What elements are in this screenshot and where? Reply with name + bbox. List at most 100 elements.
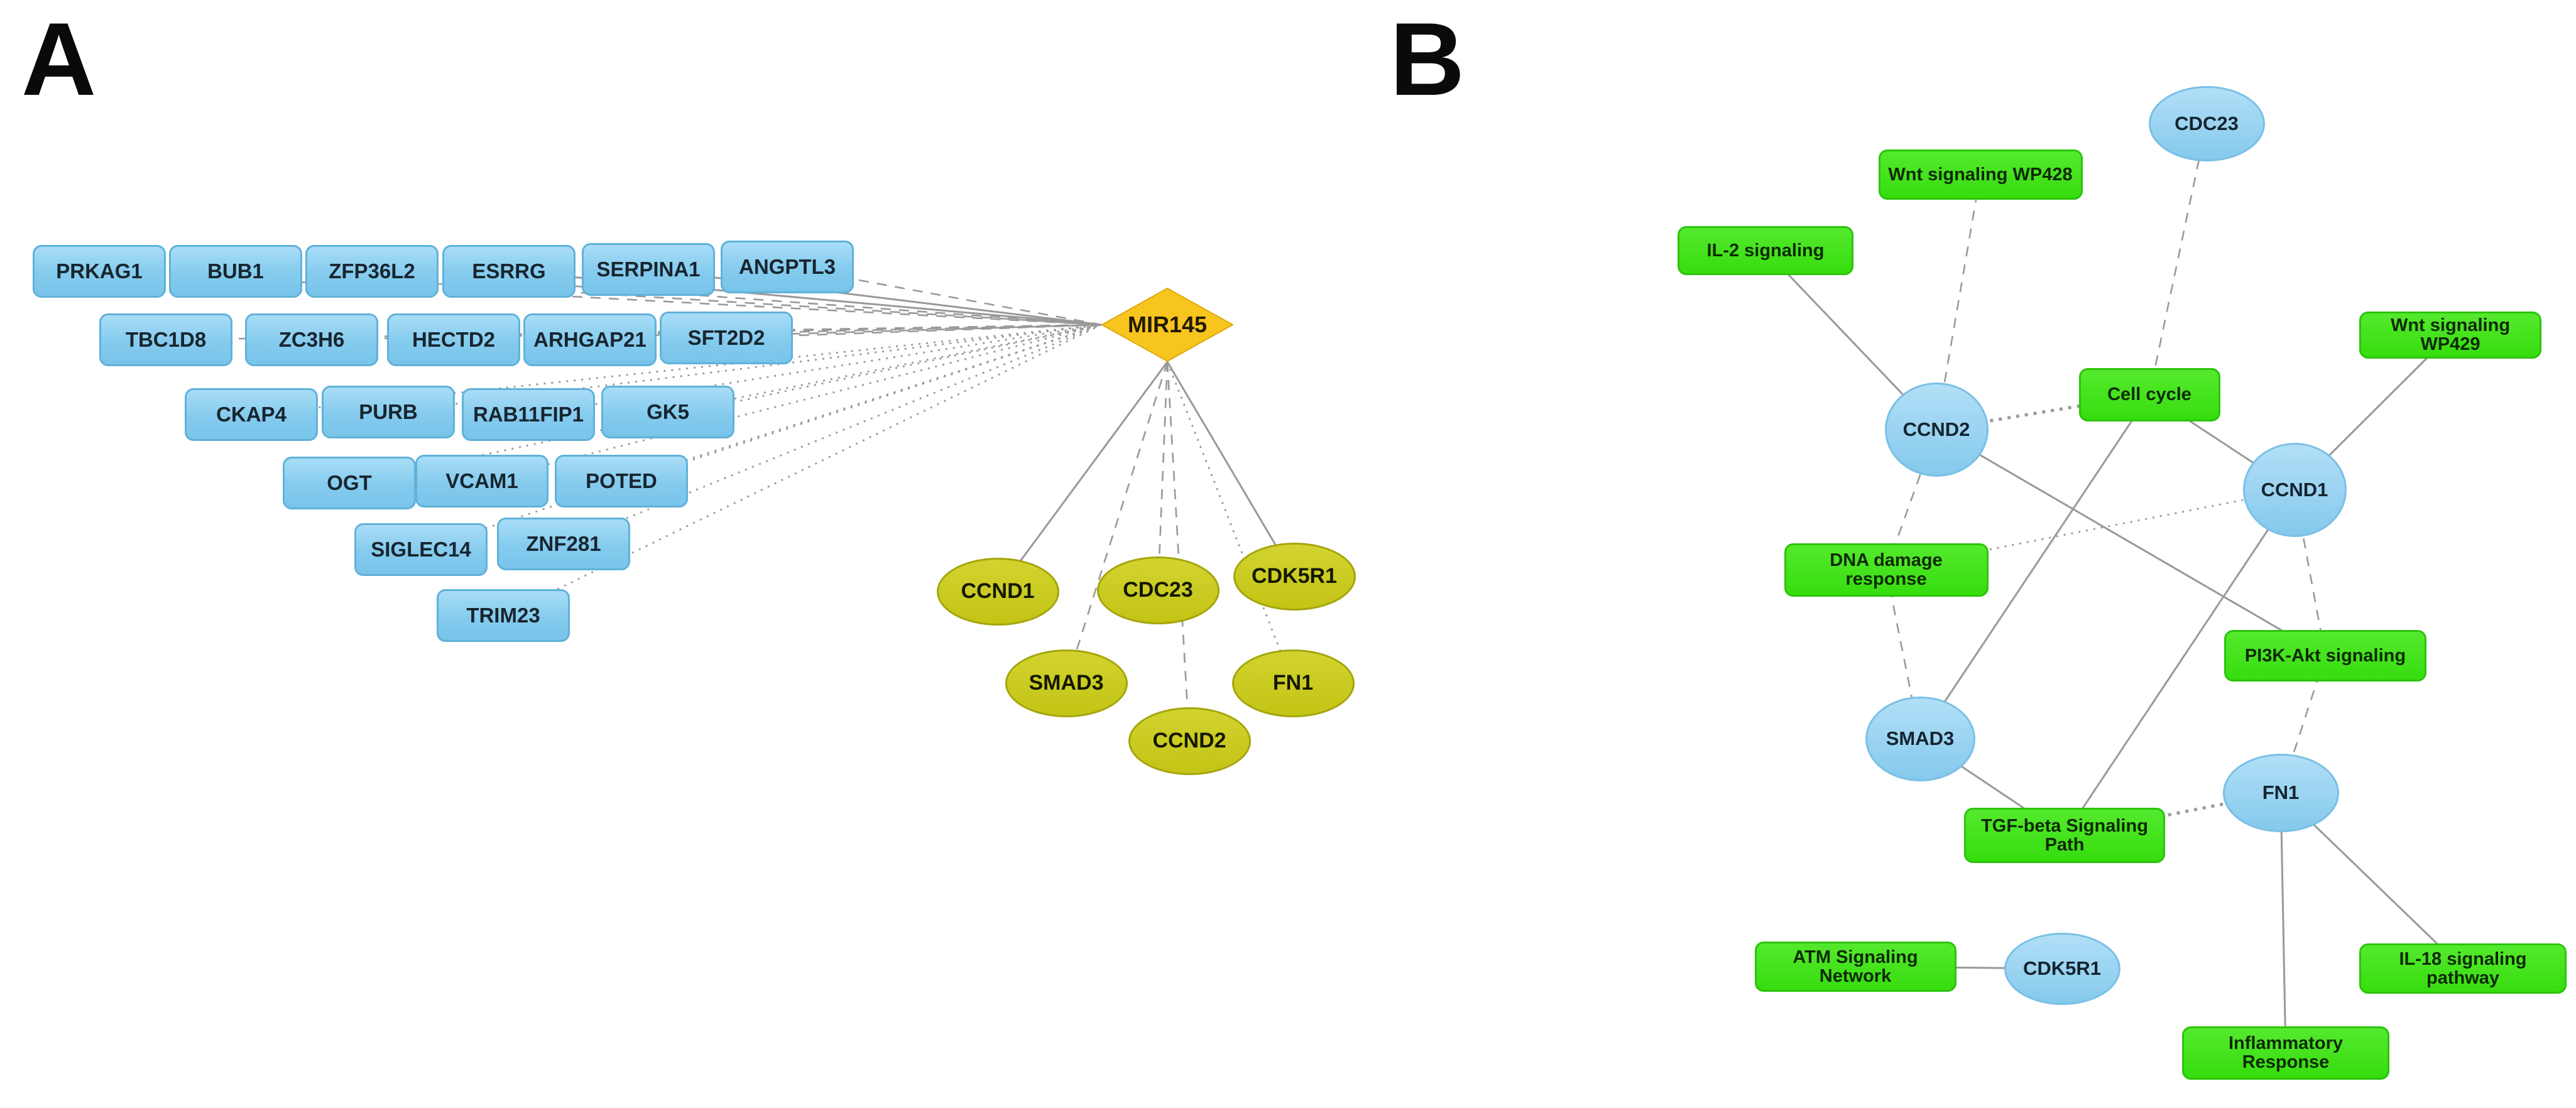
node-mir145[interactable]: MIR145 (1101, 288, 1233, 362)
node-label: CCND1 (2261, 478, 2328, 501)
node-label: SFT2D2 (687, 325, 765, 349)
node-smad3[interactable]: SMAD3 (1005, 649, 1128, 717)
node-label: FN1 (1272, 671, 1314, 695)
node-cell-cycle[interactable]: Cell cycle (2078, 367, 2220, 421)
node-dna-damage-response[interactable]: DNA damage response (1784, 543, 1989, 597)
node-rab11fip1[interactable]: RAB11FIP1 (462, 388, 595, 441)
node-vcam1[interactable]: VCAM1 (415, 455, 548, 508)
edge-poted-mir145 (621, 323, 1102, 482)
node-zc3h6[interactable]: ZC3H6 (245, 313, 378, 366)
node-serpina1[interactable]: SERPINA1 (582, 243, 715, 296)
node-tbc1d8[interactable]: TBC1D8 (99, 313, 232, 366)
node-gk5[interactable]: GK5 (601, 386, 734, 438)
node-label: RAB11FIP1 (472, 402, 584, 426)
node-label: BUB1 (207, 259, 264, 283)
node-label: PURB (359, 399, 418, 423)
node-smad3[interactable]: SMAD3 (1865, 696, 1975, 781)
node-label: SIGLEC14 (371, 537, 471, 561)
node-label: ZC3H6 (278, 327, 345, 351)
node-fn1[interactable]: FN1 (2222, 753, 2339, 832)
node-label: SMAD3 (1029, 671, 1104, 695)
node-label: POTED (586, 469, 657, 492)
node-esrrg[interactable]: ESRRG (442, 245, 576, 298)
diamond-shape (1101, 288, 1233, 362)
node-label: CCND2 (1152, 729, 1226, 753)
node-wnt-signaling-wp429[interactable]: Wnt signaling WP429 (2359, 311, 2541, 359)
node-ckap4[interactable]: CKAP4 (185, 388, 318, 441)
node-prkag1[interactable]: PRKAG1 (33, 245, 166, 298)
node-cdk5r1[interactable]: CDK5R1 (1233, 543, 1356, 611)
node-inflammatory-response[interactable]: Inflammatory Response (2182, 1026, 2389, 1080)
node-label: ESRRG (472, 259, 546, 283)
node-sft2d2[interactable]: SFT2D2 (660, 312, 793, 364)
edge-siglec14-mir145 (420, 323, 1102, 551)
node-ccnd2[interactable]: CCND2 (1884, 383, 1989, 477)
node-ccnd2[interactable]: CCND2 (1128, 707, 1251, 775)
node-cdk5r1[interactable]: CDK5R1 (2004, 932, 2120, 1005)
node-zfp36l2[interactable]: ZFP36L2 (305, 245, 439, 298)
edge-mir145-fn1 (1166, 361, 1294, 684)
edge-mir145-cdk5r1 (1166, 361, 1296, 577)
node-label: ATM Signaling Network (1793, 947, 1918, 986)
node-pi3k-akt-signaling[interactable]: PI3K-Akt signaling (2224, 630, 2426, 682)
node-hectd2[interactable]: HECTD2 (387, 313, 520, 366)
node-label: CCND2 (1902, 418, 1970, 440)
node-label: OGT (327, 470, 372, 494)
node-label: HECTD2 (412, 327, 496, 351)
edge-trim23-mir145 (503, 323, 1102, 617)
node-angptl3[interactable]: ANGPTL3 (721, 241, 854, 293)
node-label: IL-2 signaling (1706, 240, 1825, 261)
edge-wp428-b_ccnd2 (1935, 174, 1982, 430)
edge-pi3k-b_ccnd1 (2293, 489, 2327, 656)
edge-rab11fip1-mir145 (528, 323, 1102, 416)
node-label: DNA damage response (1830, 550, 1943, 589)
node-label: Wnt signaling WP429 (2390, 315, 2511, 354)
node-label: VCAM1 (445, 469, 518, 492)
node-ccnd1[interactable]: CCND1 (936, 558, 1059, 626)
node-siglec14[interactable]: SIGLEC14 (354, 523, 488, 576)
node-label: TGF-beta Signaling Path (1981, 815, 2148, 855)
node-label: TBC1D8 (125, 327, 207, 351)
node-il-18-signaling-pathway[interactable]: IL-18 signaling pathway (2359, 943, 2567, 994)
edge-b_fn1-infl (2279, 792, 2287, 1053)
node-purb[interactable]: PURB (322, 386, 455, 438)
panel-a-label: A (21, 1, 97, 117)
node-bub1[interactable]: BUB1 (169, 245, 302, 298)
node-atm-signaling-network[interactable]: ATM Signaling Network (1754, 942, 1957, 992)
node-label: CDK5R1 (1251, 564, 1338, 589)
node-ccnd1[interactable]: CCND1 (2242, 443, 2347, 537)
edge-cellcycle-b_smad3 (1919, 394, 2151, 739)
node-cdc23[interactable]: CDC23 (1096, 557, 1220, 624)
node-fn1[interactable]: FN1 (1231, 649, 1355, 717)
node-label: CKAP4 (216, 402, 287, 426)
node-label: FN1 (2262, 781, 2300, 803)
node-label: PRKAG1 (56, 259, 143, 283)
edge-mir145-ccnd2 (1166, 361, 1191, 742)
node-il-2-signaling[interactable]: IL-2 signaling (1678, 226, 1853, 275)
node-poted[interactable]: POTED (555, 455, 688, 508)
node-trim23[interactable]: TRIM23 (437, 589, 570, 642)
edge-arhgap21-mir145 (589, 323, 1102, 341)
node-label: GK5 (647, 399, 689, 423)
node-znf281[interactable]: ZNF281 (497, 518, 630, 570)
node-label: IL-18 signaling pathway (2399, 948, 2527, 988)
node-label: Cell cycle (2107, 384, 2191, 405)
edge-tgf-b_ccnd1 (2063, 489, 2296, 836)
node-label: Wnt signaling WP428 (1888, 164, 2073, 185)
node-label: ZNF281 (526, 531, 601, 555)
node-label: ZFP36L2 (329, 259, 415, 283)
node-label: ARHGAP21 (533, 327, 647, 351)
node-cdc23[interactable]: CDC23 (2148, 86, 2265, 161)
node-label: SERPINA1 (596, 257, 701, 281)
edge-mir145-ccnd1 (996, 361, 1169, 592)
node-tgf-beta-signaling-path[interactable]: TGF-beta Signaling Path (1964, 808, 2165, 863)
node-wnt-signaling-wp428[interactable]: Wnt signaling WP428 (1878, 149, 2083, 200)
node-label: CDK5R1 (2022, 957, 2102, 979)
node-arhgap21[interactable]: ARHGAP21 (523, 313, 657, 366)
edge-mir145-cdc23 (1157, 361, 1169, 591)
node-label: CDC23 (1123, 578, 1193, 602)
edge-pi3k-b_ccnd2 (1936, 428, 2326, 657)
edge-znf281-mir145 (563, 323, 1102, 545)
node-ogt[interactable]: OGT (283, 457, 416, 509)
node-label: CDC23 (2175, 112, 2239, 134)
